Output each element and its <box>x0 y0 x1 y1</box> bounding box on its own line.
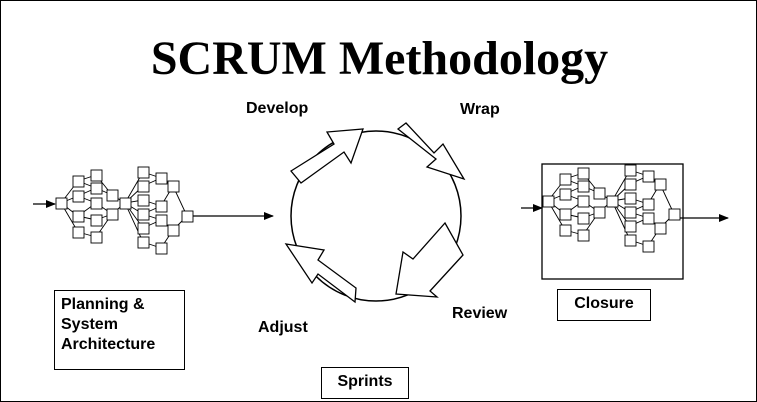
network-node <box>577 212 590 225</box>
planning-architecture-box: Planning & System Architecture <box>54 290 185 370</box>
network-node <box>90 197 103 210</box>
network-node <box>559 188 572 201</box>
network-node <box>137 208 150 221</box>
network-node <box>577 180 590 193</box>
network-node <box>90 231 103 244</box>
network-node <box>155 242 168 255</box>
network-node <box>181 210 194 223</box>
network-node <box>624 220 637 233</box>
network-node <box>167 180 180 193</box>
network-node <box>559 224 572 237</box>
network-node <box>642 212 655 225</box>
network-node <box>72 190 85 203</box>
diagram-title: SCRUM Methodology <box>150 32 609 85</box>
network-node <box>577 229 590 242</box>
network-node <box>137 222 150 235</box>
network-node <box>593 206 606 219</box>
network-node <box>542 195 555 208</box>
network-node <box>155 200 168 213</box>
network-node <box>106 189 119 202</box>
network-node <box>119 197 132 210</box>
closure-frame <box>541 163 684 280</box>
develop-label: Develop <box>246 100 309 117</box>
sprints-box: Sprints <box>321 367 409 399</box>
network-node <box>559 208 572 221</box>
network-node <box>624 192 637 205</box>
network-node <box>137 236 150 249</box>
network-node <box>642 240 655 253</box>
review-arrow <box>395 221 464 298</box>
network-node <box>654 178 667 191</box>
adjust-arrow <box>284 243 357 304</box>
network-node <box>155 172 168 185</box>
network-node <box>654 222 667 235</box>
network-node <box>137 166 150 179</box>
network-node <box>624 178 637 191</box>
network-node <box>90 214 103 227</box>
network-edge <box>611 200 631 241</box>
network-node <box>624 234 637 247</box>
network-node <box>559 173 572 186</box>
network-node <box>137 180 150 193</box>
network-node <box>72 210 85 223</box>
network-node <box>668 208 681 221</box>
network-node <box>137 194 150 207</box>
network-node <box>90 182 103 195</box>
network-node <box>642 170 655 183</box>
planning-network <box>55 166 194 255</box>
adjust-label: Adjust <box>258 319 308 336</box>
network-node <box>642 198 655 211</box>
network-node <box>577 167 590 180</box>
network-node <box>72 175 85 188</box>
network-node <box>167 224 180 237</box>
closure-box: Closure <box>557 289 651 321</box>
network-node <box>55 197 68 210</box>
network-node <box>72 226 85 239</box>
network-node <box>577 195 590 208</box>
network-node <box>593 187 606 200</box>
network-node <box>90 169 103 182</box>
network-edge <box>124 202 144 243</box>
network-node <box>624 164 637 177</box>
wrap-arrow <box>396 122 466 181</box>
network-node <box>155 214 168 227</box>
network-node <box>624 206 637 219</box>
network-node <box>606 195 619 208</box>
wrap-label: Wrap <box>460 101 500 118</box>
closure-network <box>542 164 681 253</box>
network-node <box>106 208 119 221</box>
sprint-cycle-circle <box>290 130 462 302</box>
develop-arrow <box>290 128 364 184</box>
review-label: Review <box>452 305 508 322</box>
